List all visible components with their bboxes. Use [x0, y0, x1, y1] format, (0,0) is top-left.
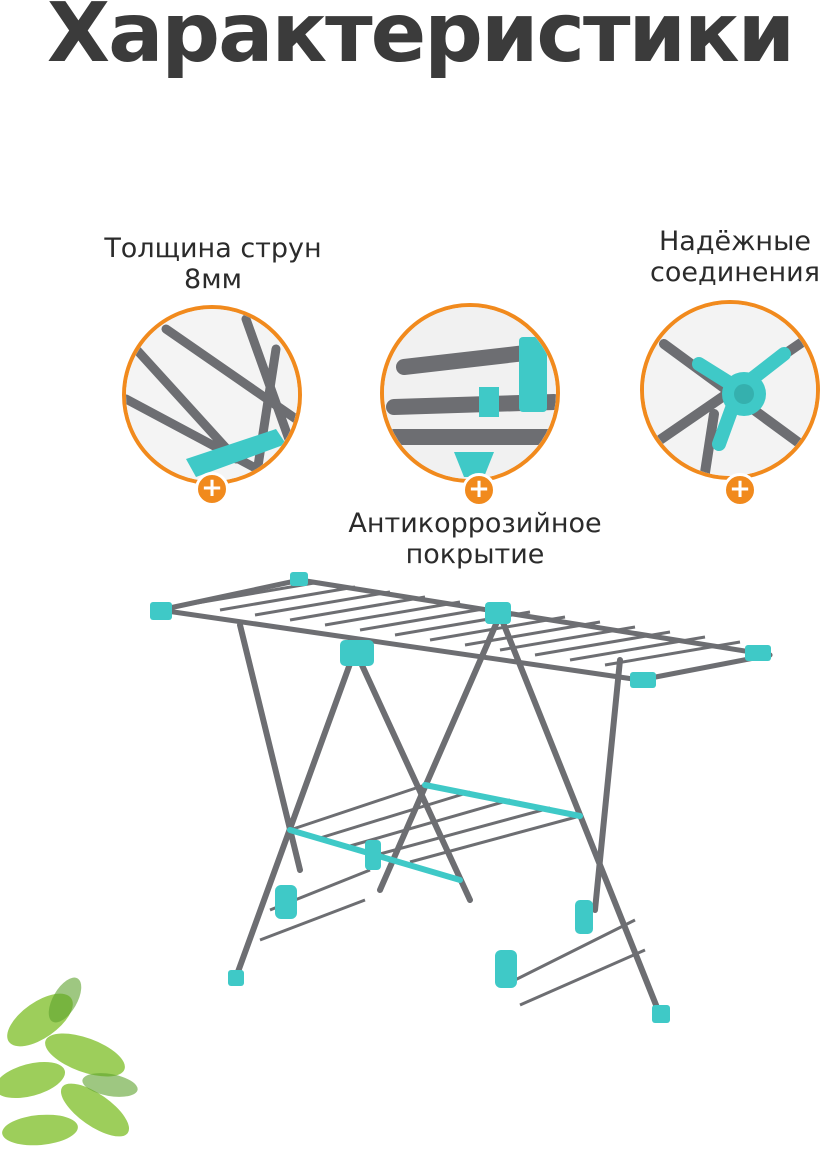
feature-label-line2: покрытие: [405, 539, 545, 570]
feature-label-line1: Антикоррозийное: [348, 508, 602, 539]
expand-plus-icon[interactable]: +: [462, 473, 496, 507]
feature-label-rod-thickness: Толщина струн 8мм: [93, 233, 333, 295]
feature-image-coating-closeup: [380, 303, 560, 483]
expand-plus-icon[interactable]: +: [723, 473, 757, 507]
feature-label-line1: Толщина струн: [104, 233, 322, 264]
page-title: Характеристики: [46, 0, 795, 81]
feature-label-reliable-joints: Надёжные соединения: [630, 226, 840, 288]
feature-label-line2: соединения: [650, 257, 820, 288]
feature-label-anticorrosion: Антикоррозийное покрытие: [325, 508, 625, 570]
feature-label-line2: 8мм: [184, 264, 242, 295]
feature-image-joint-closeup: [640, 300, 820, 480]
expand-plus-icon[interactable]: +: [195, 472, 229, 506]
drying-rack-image: [150, 572, 773, 1023]
feature-image-rod-closeup: [122, 305, 302, 485]
feature-label-line1: Надёжные: [658, 226, 812, 257]
plant-decoration-image: [0, 977, 138, 1146]
